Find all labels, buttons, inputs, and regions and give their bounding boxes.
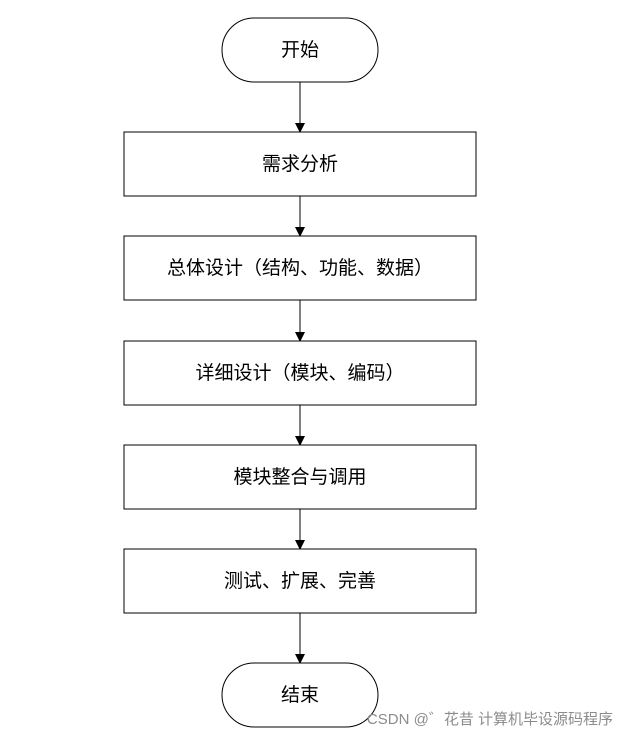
flow-node-req: 需求分析 bbox=[123, 131, 477, 197]
process-box bbox=[123, 548, 477, 614]
flow-node-start: 开始 bbox=[221, 17, 379, 83]
process-box bbox=[123, 444, 477, 510]
node-label-integrate: 模块整合与调用 bbox=[233, 466, 366, 488]
flow-node-detail: 详细设计（模块、编码） bbox=[123, 340, 477, 406]
node-label-overall: 总体设计（结构、功能、数据） bbox=[167, 257, 433, 279]
process-box bbox=[123, 340, 477, 406]
process-box bbox=[123, 131, 477, 197]
flow-node-overall: 总体设计（结构、功能、数据） bbox=[123, 235, 477, 301]
node-label-test: 测试、扩展、完善 bbox=[224, 570, 376, 592]
process-box bbox=[123, 235, 477, 301]
node-label-start: 开始 bbox=[281, 39, 319, 61]
flow-node-end: 结束 bbox=[221, 662, 379, 728]
flow-node-test: 测试、扩展、完善 bbox=[123, 548, 477, 614]
terminal-shape bbox=[221, 17, 379, 83]
node-label-detail: 详细设计（模块、编码） bbox=[195, 362, 404, 384]
node-label-end: 结束 bbox=[281, 684, 319, 706]
terminal-shape bbox=[221, 662, 379, 728]
watermark-text: CSDN @゛花昔 计算机毕设源码程序 bbox=[366, 711, 613, 728]
flow-node-integrate: 模块整合与调用 bbox=[123, 444, 477, 510]
node-label-req: 需求分析 bbox=[262, 153, 338, 175]
